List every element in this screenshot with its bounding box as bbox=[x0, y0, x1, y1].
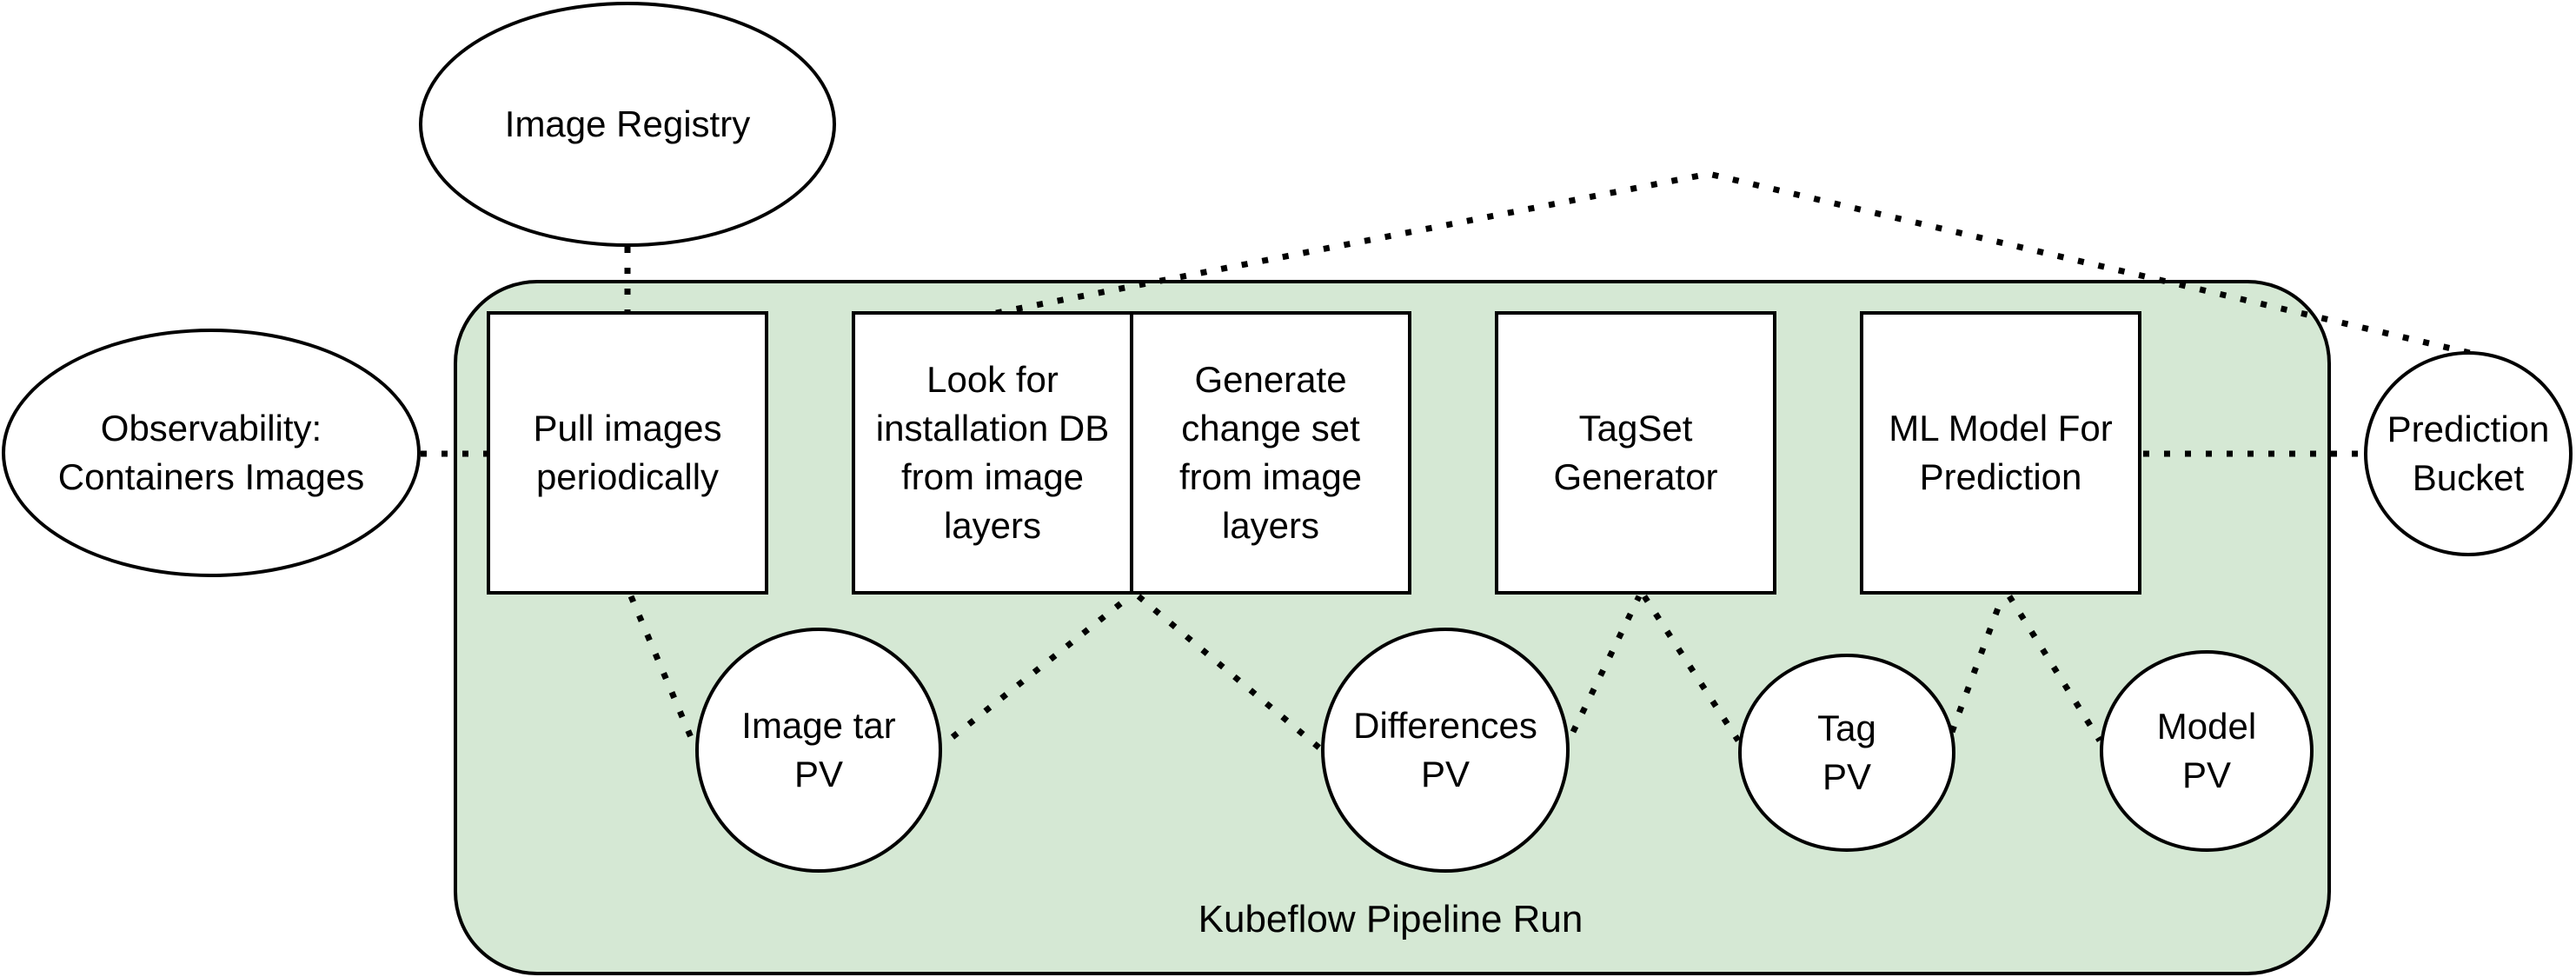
kubeflow-pipeline-run-label: Kubeflow Pipeline Run bbox=[1198, 898, 1583, 940]
prediction-bucket-node: Prediction Bucket bbox=[2364, 351, 2573, 556]
model-pv-node: Model PV bbox=[2100, 650, 2314, 852]
tag-pv-node: Tag PV bbox=[1738, 654, 1955, 852]
connector-pull-to-image-tar bbox=[627, 595, 699, 749]
look-for-installation-db-step: Look for installation DB from image laye… bbox=[852, 311, 1133, 595]
differences-pv-node: Differences PV bbox=[1321, 628, 1570, 873]
generate-change-set-step: Generate change set from image layers bbox=[1130, 311, 1411, 595]
connector-layers-to-differences bbox=[1136, 594, 1324, 752]
tagset-generator-step: TagSet Generator bbox=[1495, 311, 1776, 595]
observability-node: Observability: Containers Images bbox=[2, 329, 421, 577]
image-registry-node: Image Registry bbox=[419, 2, 836, 247]
image-tar-pv-node: Image tar PV bbox=[695, 628, 942, 873]
connector-ml-model-to-tag-pv bbox=[1949, 595, 2006, 734]
connector-tagset-to-tag-pv bbox=[1642, 595, 1741, 742]
pull-images-step: Pull images periodically bbox=[487, 311, 768, 595]
ml-model-step: ML Model For Prediction bbox=[1860, 311, 2141, 595]
connector-differences-to-tagset bbox=[1570, 595, 1643, 734]
connector-ml-model-to-model-pv bbox=[2007, 595, 2102, 742]
connector-image-tar-to-layers bbox=[950, 594, 1132, 740]
